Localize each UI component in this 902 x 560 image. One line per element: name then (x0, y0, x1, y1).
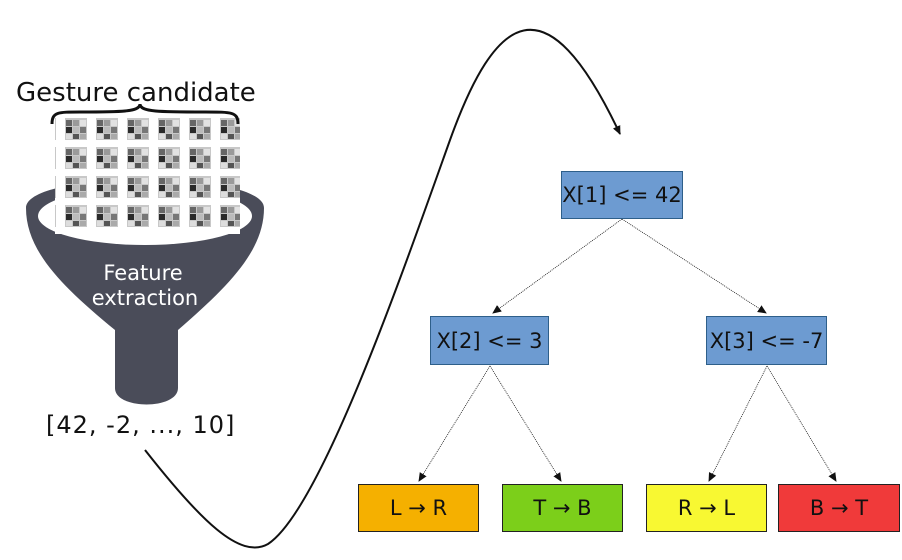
funnel-label-extraction: extraction (91, 286, 199, 310)
edge-left-leaf1 (418, 365, 491, 482)
funnel-label-feature: Feature (103, 261, 183, 285)
curly-brace (50, 103, 240, 125)
edge-root-right (621, 218, 767, 314)
gesture-frame-grid (55, 118, 240, 234)
gesture-candidate-title: Gesture candidate (16, 78, 256, 108)
feature-vector: [42, -2, ..., 10] (46, 411, 236, 439)
edge-left-leaf2 (489, 365, 562, 482)
leaf-right-to-left: R → L (646, 484, 767, 532)
edge-right-leaf3 (708, 365, 768, 482)
tree-node-left: X[2] <= 3 (430, 316, 549, 365)
leaf-bottom-to-top: B → T (778, 484, 900, 532)
flow-connector (144, 28, 621, 549)
edge-root-left (492, 218, 623, 314)
leaf-top-to-bottom: T → B (502, 484, 623, 532)
tree-node-root: X[1] <= 42 (561, 171, 683, 219)
tree-node-right: X[3] <= -7 (706, 316, 827, 365)
leaf-left-to-right: L → R (358, 484, 479, 532)
edge-right-leaf4 (766, 365, 837, 482)
